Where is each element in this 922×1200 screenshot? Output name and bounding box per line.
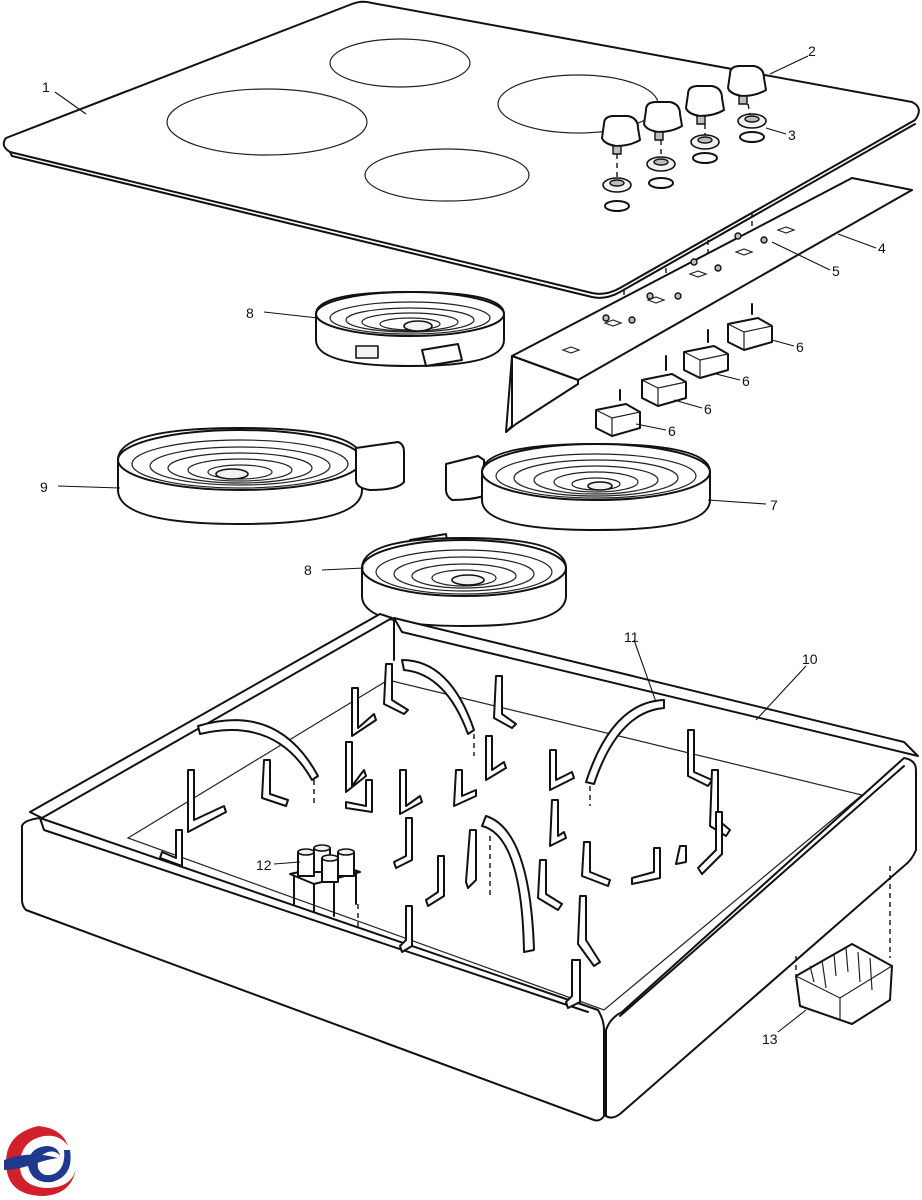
knob [727,65,767,105]
knob [643,101,683,141]
arc-supports [197,659,665,953]
energy-regulators [595,303,773,437]
callout-1: 1 [42,79,50,95]
callout-10: 10 [802,651,818,667]
swirl-logo-icon [4,1126,76,1196]
callout-6: 6 [668,423,676,439]
heating-element-small-bottom [361,533,567,627]
callout-labels: 1 2 3 4 5 6 6 6 6 7 8 8 9 10 11 12 13 [40,43,886,1047]
callout-8: 8 [246,305,254,321]
callout-6: 6 [742,373,750,389]
callout-3: 3 [788,127,796,143]
knob [685,85,725,125]
control-knobs [601,65,767,155]
callout-5: 5 [832,263,840,279]
heating-element-small-top [315,291,505,367]
callout-6: 6 [796,339,804,355]
knob [601,115,641,155]
heating-element-large-left [117,427,405,525]
callout-7: 7 [770,497,778,513]
callout-12: 12 [256,857,272,873]
glass-cooktop-part [2,0,920,299]
knob-rings [602,113,767,212]
control-panel-bracket [505,177,913,433]
base-tray-part [21,613,919,1122]
callout-9: 9 [40,479,48,495]
callout-13: 13 [762,1031,778,1047]
callout-2: 2 [808,43,816,59]
callout-leaders [54,55,877,1033]
callout-11: 11 [624,629,639,645]
callout-8: 8 [304,562,312,578]
tray-clips [159,663,731,1009]
heating-element-large-right [445,443,711,531]
terminal-block-part-12 [289,844,361,930]
connector-block-part-13 [795,866,893,1025]
callout-6: 6 [704,401,712,417]
callout-4: 4 [878,240,886,256]
panel-screws [602,232,768,324]
